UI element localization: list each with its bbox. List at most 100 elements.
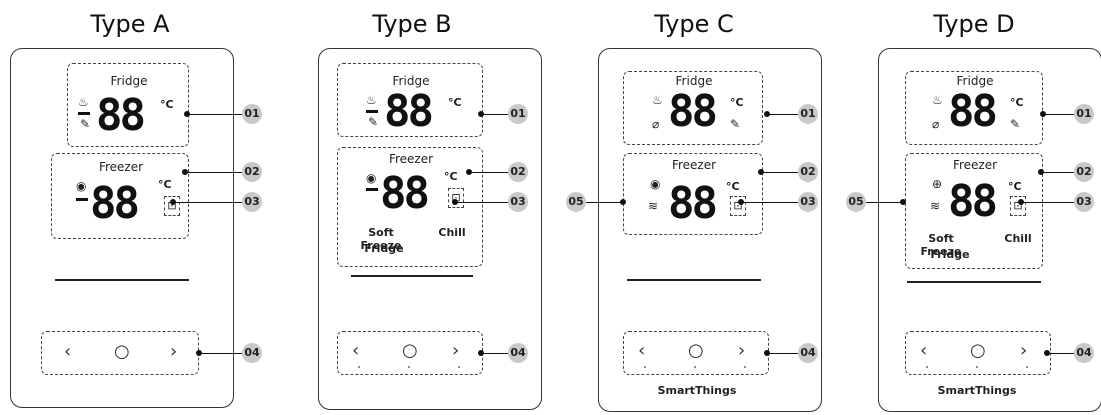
smartthings-label: SmartThings bbox=[657, 384, 737, 397]
divider bbox=[627, 279, 761, 281]
callout-01: 01 bbox=[798, 104, 818, 124]
callout-line bbox=[482, 353, 508, 355]
callout-03: 03 bbox=[508, 192, 528, 212]
minus-sign bbox=[78, 112, 90, 115]
callout-dot bbox=[738, 199, 744, 205]
type-a-button-bar: ‹ ○ › bbox=[41, 331, 199, 375]
callout-line bbox=[174, 202, 242, 204]
type-d-panel: Fridge ♨ ⌀ 88 °C ✎ Freezer ⊕ ≋ 88 °C ⊡ S… bbox=[878, 48, 1101, 412]
chill-label: Chill bbox=[1004, 232, 1032, 245]
type-b-title: Type B bbox=[372, 10, 452, 38]
chill-label: Chill bbox=[438, 226, 466, 239]
callout-line bbox=[1044, 114, 1074, 116]
leaf-icon: ⌀ bbox=[932, 117, 940, 131]
callout-dot bbox=[1044, 350, 1050, 356]
center-button[interactable]: ○ bbox=[970, 340, 986, 361]
callout-line bbox=[586, 202, 622, 204]
indicator-dot bbox=[408, 366, 410, 368]
left-arrow-button[interactable]: ‹ bbox=[638, 340, 646, 361]
right-arrow-button[interactable]: › bbox=[170, 341, 178, 362]
wifi-icon: ≋ bbox=[648, 199, 659, 213]
fridge-label: Fridge bbox=[675, 74, 713, 88]
lock-icon: ⊡ bbox=[730, 196, 746, 216]
callout-line bbox=[482, 114, 508, 116]
type-d-button-bar: ‹ ○ › bbox=[905, 331, 1051, 375]
snowflake-drop-icon: ♨ bbox=[366, 93, 377, 107]
callout-line bbox=[866, 202, 902, 204]
callout-05: 05 bbox=[846, 192, 866, 212]
soft-freeze-label: Soft Freeze bbox=[360, 226, 402, 252]
type-a-freezer-display: Freezer ◉ 88 °C ⊡ bbox=[51, 153, 189, 239]
freezer-temp-digits: 88 bbox=[90, 178, 140, 229]
left-arrow-button[interactable]: ‹ bbox=[352, 340, 360, 361]
soft-freeze-sub-label: Fridge bbox=[364, 242, 404, 255]
freezer-temp-digits: 88 bbox=[380, 168, 430, 219]
center-button[interactable]: ○ bbox=[114, 341, 130, 362]
fridge-temp-digits: 88 bbox=[384, 86, 434, 137]
freezer-temp-digits: 88 bbox=[668, 178, 718, 229]
leaf-icon: ⌀ bbox=[652, 117, 660, 131]
callout-dot bbox=[1038, 169, 1044, 175]
soft-freeze-label: Soft Freeze bbox=[920, 232, 962, 258]
callout-03: 03 bbox=[1074, 192, 1094, 212]
freezer-icon: ◉ bbox=[76, 179, 87, 193]
center-button[interactable]: ○ bbox=[688, 340, 704, 361]
callout-04: 04 bbox=[508, 343, 528, 363]
lock-icon: ⊡ bbox=[1010, 196, 1026, 216]
indicator-dot bbox=[358, 366, 360, 368]
freezer-label: Freezer bbox=[98, 160, 144, 174]
celsius-unit: °C bbox=[726, 180, 740, 193]
leaf-icon: ✎ bbox=[80, 117, 91, 131]
freezer-label: Freezer bbox=[388, 152, 434, 166]
indicator-dot bbox=[926, 366, 928, 368]
celsius-unit: °C bbox=[448, 96, 462, 109]
callout-dot bbox=[764, 111, 770, 117]
indicator-dot bbox=[458, 366, 460, 368]
indicator-dot bbox=[976, 366, 978, 368]
callout-dot bbox=[184, 111, 190, 117]
type-b-button-bar: ‹ ○ › bbox=[337, 331, 483, 375]
celsius-unit: °C bbox=[158, 178, 172, 191]
soft-freeze-sub-label: Fridge bbox=[930, 248, 970, 261]
callout-02: 02 bbox=[508, 162, 528, 182]
snowflake-drop-icon: ♨ bbox=[652, 93, 663, 107]
right-arrow-button[interactable]: › bbox=[452, 340, 460, 361]
fridge-temp-digits: 88 bbox=[668, 86, 718, 137]
callout-dot bbox=[182, 169, 188, 175]
right-arrow-button[interactable]: › bbox=[1020, 340, 1028, 361]
callout-line bbox=[742, 202, 798, 204]
celsius-unit: °C bbox=[160, 98, 174, 111]
type-c-title: Type C bbox=[654, 10, 734, 38]
callout-line bbox=[768, 114, 798, 116]
smartthings-label: SmartThings bbox=[937, 384, 1017, 397]
freezer-label: Freezer bbox=[952, 158, 998, 172]
celsius-unit: °C bbox=[444, 170, 458, 183]
callout-dot bbox=[170, 199, 176, 205]
callout-dot bbox=[452, 199, 458, 205]
fan-icon: ✎ bbox=[1010, 117, 1021, 131]
type-c-button-bar: ‹ ○ › bbox=[623, 331, 769, 375]
callout-line bbox=[1048, 353, 1074, 355]
callout-dot bbox=[478, 350, 484, 356]
wifi-icon: ≋ bbox=[930, 199, 941, 213]
type-b-panel: Fridge ♨ ✎ 88 °C Freezer ◉ 88 °C ⊡ Soft … bbox=[318, 48, 542, 410]
right-arrow-button[interactable]: › bbox=[738, 340, 746, 361]
left-arrow-button[interactable]: ‹ bbox=[64, 341, 72, 362]
fridge-label: Fridge bbox=[392, 74, 430, 88]
celsius-unit: °C bbox=[730, 96, 744, 109]
callout-dot bbox=[758, 169, 764, 175]
callout-dot bbox=[478, 111, 484, 117]
fridge-temp-digits: 88 bbox=[96, 90, 146, 141]
callout-line bbox=[768, 353, 798, 355]
type-c-panel: Fridge ♨ ⌀ 88 °C ✎ Freezer ◉ ≋ 88 °C ⊡ ‹… bbox=[598, 48, 822, 412]
left-arrow-button[interactable]: ‹ bbox=[920, 340, 928, 361]
minus-sign bbox=[366, 188, 378, 191]
callout-03: 03 bbox=[798, 192, 818, 212]
freezer-icon: ⊕ bbox=[932, 177, 943, 191]
callout-line bbox=[1042, 172, 1074, 174]
center-button[interactable]: ○ bbox=[402, 340, 418, 361]
type-b-fridge-display: Fridge ♨ ✎ 88 °C bbox=[337, 63, 483, 137]
callout-line bbox=[188, 114, 242, 116]
fan-icon: ✎ bbox=[730, 117, 741, 131]
callout-dot bbox=[1018, 199, 1024, 205]
